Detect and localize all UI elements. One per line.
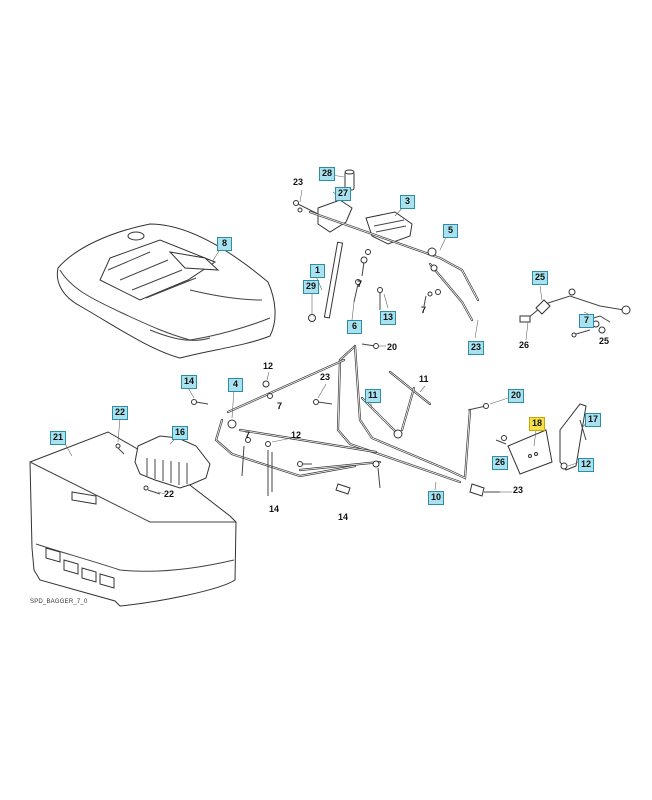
drawing-caption: SPD_BAGGER_7_0 [30, 599, 88, 605]
callout-20-a: 20 [387, 342, 398, 352]
collector-bag [29, 431, 237, 607]
callout-16: 16 [172, 426, 189, 440]
callout-28: 28 [319, 167, 336, 181]
callout-18: 18 [529, 417, 546, 431]
callout-7-d: 7 [277, 401, 283, 411]
callout-23-top: 23 [293, 177, 304, 187]
callout-23-c: 23 [320, 372, 331, 382]
callout-21: 21 [50, 431, 67, 445]
right-linkage [519, 288, 631, 338]
callout-7-c: 7 [579, 314, 594, 328]
callout-11-b: 11 [419, 374, 429, 384]
callout-12-a: 12 [263, 361, 274, 371]
callout-14-b: 14 [269, 504, 280, 514]
callout-5: 5 [443, 224, 458, 238]
callout-11-a: 11 [365, 389, 381, 403]
callout-12-c: 12 [578, 458, 595, 472]
callout-17: 17 [585, 413, 602, 427]
fasteners-left [115, 443, 161, 495]
callout-7-a: 7 [357, 279, 363, 289]
callout-23-b: 23 [468, 341, 485, 355]
callout-14-a: 14 [181, 375, 198, 389]
lower-frame [191, 343, 500, 497]
callout-23-d: 23 [513, 485, 524, 495]
callout-4: 4 [228, 378, 243, 392]
callout-13: 13 [380, 311, 397, 325]
callout-7-b: 7 [421, 305, 427, 315]
hood-cover [56, 223, 276, 359]
callout-22-a: 22 [112, 406, 129, 420]
callout-1: 1 [310, 264, 325, 278]
callout-26-b: 26 [492, 456, 509, 470]
handle-assembly [293, 169, 480, 322]
callout-26-a: 26 [519, 340, 530, 350]
callout-25-a: 25 [532, 271, 549, 285]
bracket-assembly [495, 403, 587, 475]
callout-6: 6 [347, 320, 362, 334]
callout-12-b: 12 [291, 430, 302, 440]
callout-25-b: 25 [599, 336, 610, 346]
callout-8: 8 [217, 237, 232, 251]
callout-29: 29 [303, 280, 320, 294]
callout-3: 3 [400, 195, 415, 209]
callout-27: 27 [335, 187, 352, 201]
callout-14-c: 14 [338, 512, 349, 522]
callout-7-e: 7 [245, 430, 251, 440]
callout-22-b: 22 [164, 489, 175, 499]
callout-10: 10 [428, 491, 445, 505]
callout-20-b: 20 [508, 389, 525, 403]
